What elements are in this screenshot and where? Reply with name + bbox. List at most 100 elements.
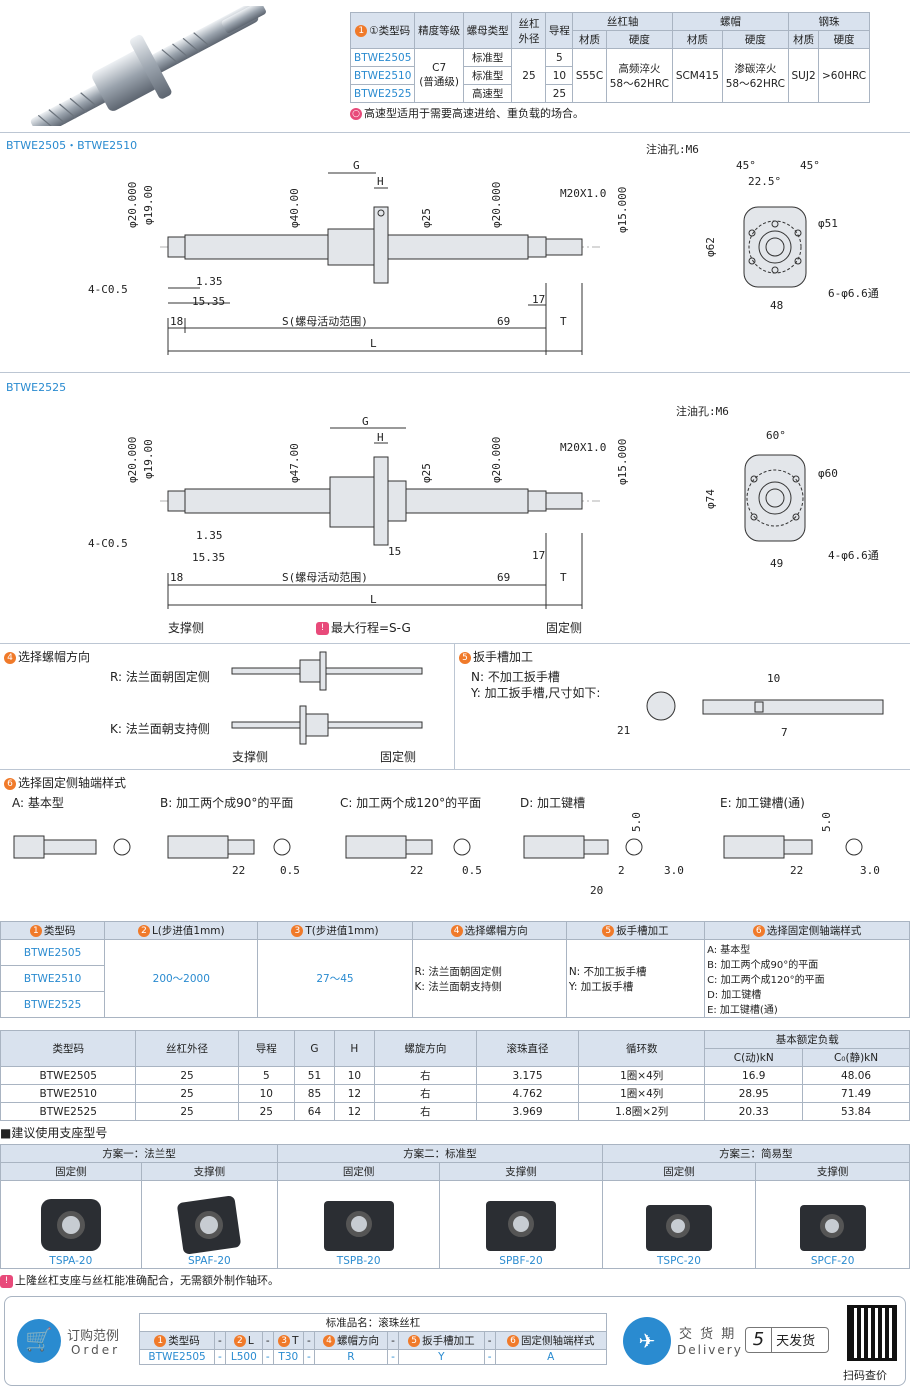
dim-d20b: φ20.000	[490, 182, 503, 228]
option-n[interactable]: N: 不加工扳手槽	[471, 670, 560, 684]
th-spec: 导程	[237, 1030, 296, 1067]
cell-ball-hard: >60HRC	[818, 48, 870, 103]
dim-20: 20	[590, 884, 603, 897]
option-a[interactable]: A: 基本型	[12, 796, 64, 810]
table-cell: 5	[237, 1066, 296, 1085]
table-cell: 右	[373, 1084, 477, 1103]
sec4-fixed: 固定侧	[380, 750, 417, 764]
table-cell: BTWE2505	[0, 1066, 137, 1085]
cell-code[interactable]: BTWE2505	[349, 48, 416, 67]
support-photo	[323, 1201, 394, 1251]
option-e[interactable]: E: 加工键槽(通)	[720, 796, 805, 810]
dim-g: G	[362, 415, 369, 428]
sel-code[interactable]: BTWE2525	[0, 991, 106, 1018]
dim-69: 69	[497, 315, 510, 328]
dim-pcd: φ51	[818, 217, 838, 230]
order-std: 标准品名：滚珠丝杠	[139, 1313, 607, 1332]
dim-135: 1.35	[196, 275, 223, 288]
table-cell: 12	[333, 1084, 375, 1103]
option-r[interactable]: R: 法兰面朝固定侧	[110, 670, 210, 684]
cell-shaft-mat: S55C	[572, 48, 607, 103]
drawing-1-section: BTWE2505・BTWE2510 18 S(螺母活动范围) 69 T L 1.…	[0, 132, 910, 372]
cell-code[interactable]: BTWE2525	[349, 84, 416, 103]
dim-od: φ62	[704, 237, 717, 257]
drawing-2-svg: 18 S(螺母活动范围) 69 T L 1.35 15.35 15 17 4-C…	[88, 404, 879, 609]
delivery-label-en: Delivery	[677, 1343, 743, 1357]
dim-holes: 4-φ6.6通	[828, 549, 879, 562]
circle-icon: ○	[350, 108, 362, 120]
ov: L500	[224, 1349, 263, 1365]
table-cell: 51	[294, 1066, 335, 1085]
dim-48: 48	[770, 299, 783, 312]
highspeed-note: ○高速型适用于需要高速进给、重负载的场合。	[350, 105, 870, 121]
th-sub: 材质	[572, 30, 607, 49]
dim-holes: 6-φ6.6通	[828, 287, 879, 300]
dim-s: S(螺母活动范围)	[282, 314, 368, 328]
dim-thread: M20X1.0	[560, 187, 606, 200]
th-sub: 硬度	[721, 30, 790, 49]
side: 固定侧	[0, 1162, 142, 1181]
dim-17: 17	[532, 293, 545, 306]
side: 固定侧	[277, 1162, 441, 1181]
sel-code[interactable]: BTWE2510	[0, 965, 106, 992]
side: 支撑侧	[439, 1162, 603, 1181]
support-cell[interactable]: SPAF-20	[140, 1180, 279, 1269]
sel-code[interactable]: BTWE2505	[0, 939, 106, 966]
support-cell[interactable]: TSPA-20	[0, 1180, 142, 1269]
support-title: ■建议使用支座型号	[0, 1126, 108, 1140]
dim-od: φ74	[704, 489, 717, 509]
side: 支撑侧	[140, 1162, 279, 1181]
th-spec: 螺旋方向	[373, 1030, 477, 1067]
cell-code[interactable]: BTWE2510	[349, 66, 416, 85]
table-cell: 64	[294, 1102, 335, 1121]
table-cell: 1圈×4列	[578, 1066, 706, 1085]
dim-h: H	[377, 431, 384, 444]
dim-d25: φ25	[420, 208, 433, 228]
dim-d25: φ25	[420, 463, 433, 483]
th-sub: C(动)kN	[704, 1048, 804, 1067]
support-cell[interactable]: TSPB-20	[277, 1180, 441, 1269]
delivery-label: 交 货 期	[679, 1327, 737, 1342]
dim-chamfer: 4-C0.5	[88, 283, 128, 296]
plan-2: 方案二：标准型	[277, 1144, 603, 1163]
order-label: 订购范例	[67, 1329, 120, 1344]
dim-15: 15	[388, 545, 401, 558]
th-lead: 导程	[545, 12, 574, 49]
wrench-svg: 21 10 7	[617, 672, 884, 739]
support-side-label: 支撑侧	[168, 621, 205, 635]
cell-lead: 25	[545, 84, 574, 103]
dim-10: 10	[767, 672, 780, 685]
option-d[interactable]: D: 加工键槽	[520, 796, 586, 810]
dim-45b: 45°	[800, 159, 820, 172]
option-c[interactable]: C: 加工两个成120°的平面	[340, 796, 482, 810]
cell-nut-mat: SCM415	[672, 48, 723, 103]
dim-45a: 45°	[736, 159, 756, 172]
option-k[interactable]: K: 法兰面朝支持侧	[110, 722, 210, 736]
option-b[interactable]: B: 加工两个成90°的平面	[160, 796, 294, 810]
support-cell[interactable]: SPCF-20	[755, 1180, 910, 1269]
support-cell[interactable]: TSPC-20	[601, 1180, 757, 1269]
delivery-days: 5 天发货	[745, 1327, 829, 1353]
qr-code-icon[interactable]	[847, 1305, 897, 1361]
table-cell: 85	[294, 1084, 335, 1103]
support-cell[interactable]: SPBF-20	[439, 1180, 603, 1269]
dim-1535: 15.35	[192, 551, 225, 564]
option-y[interactable]: Y: 加工扳手槽,尺寸如下:	[471, 686, 601, 700]
cell-nut: 标准型	[462, 48, 513, 67]
plan-1: 方案一：法兰型	[0, 1144, 279, 1163]
dim-t: T	[560, 571, 567, 584]
table-cell: 20.33	[704, 1102, 804, 1121]
delivery-icon: ✈	[623, 1317, 671, 1365]
